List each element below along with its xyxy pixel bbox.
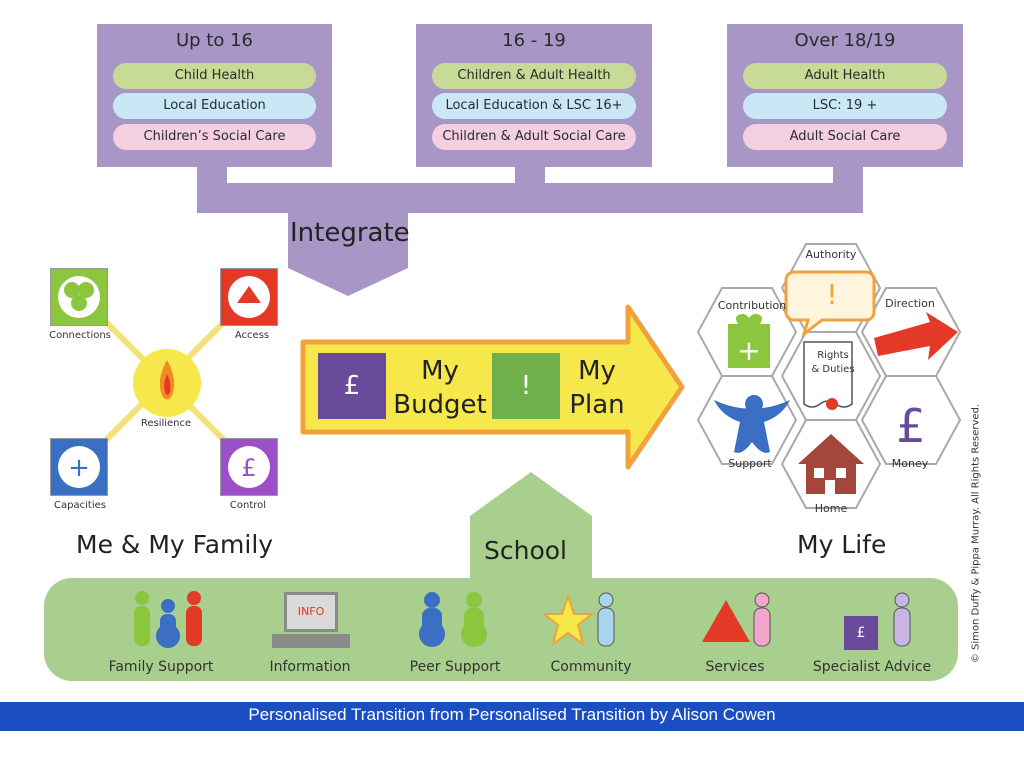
access-label: Access xyxy=(234,330,270,341)
education-pill: Local Education & LSC 16+ xyxy=(432,93,636,119)
direction-label: Direction xyxy=(885,297,935,310)
connections-label: Connections xyxy=(49,330,111,341)
authority-symbol: ! xyxy=(826,278,837,311)
copyright-text: © Simon Duffy & Pippa Murray. All Rights… xyxy=(970,403,982,664)
my-plan-label: My Plan xyxy=(565,354,629,422)
connections-icon xyxy=(58,276,100,318)
authority-label: Authority xyxy=(805,248,857,261)
control-symbol: £ xyxy=(241,454,256,482)
computer-stand xyxy=(272,634,350,648)
flame-icon xyxy=(133,349,201,417)
triangle-icon xyxy=(228,276,270,318)
age-title: Up to 16 xyxy=(175,30,254,51)
me-family-title: Me & My Family xyxy=(76,530,274,559)
age-title: 16 - 19 xyxy=(502,30,566,51)
house-icon xyxy=(798,434,864,494)
integrate-arrow xyxy=(288,212,408,296)
gift-icon xyxy=(728,324,770,368)
contribution-label: Contribution xyxy=(717,299,787,312)
age-box-up-to-16: Up to 16 Child Health Local Education Ch… xyxy=(97,24,332,167)
age-title: Over 18/19 xyxy=(794,30,896,51)
capacities-symbol: + xyxy=(68,453,90,483)
health-pill: Children & Adult Health xyxy=(432,63,636,89)
plan-icon-box: ! xyxy=(492,353,560,419)
community-label: Community xyxy=(550,659,632,675)
star-person-icon xyxy=(544,592,615,647)
my-plan-line1: My xyxy=(578,356,616,386)
speech-bubble-icon xyxy=(784,270,876,339)
money-label: Money xyxy=(891,457,929,470)
my-budget-label: My Budget xyxy=(392,354,488,422)
hex-money xyxy=(860,375,962,465)
specialist-advice-label: Specialist Advice xyxy=(812,659,932,675)
my-budget-line1: My xyxy=(421,356,459,386)
plus-icon: + xyxy=(58,446,100,488)
exclamation-icon: ! xyxy=(520,371,532,401)
access-tile xyxy=(220,268,278,326)
connector-stem-left xyxy=(197,166,227,184)
capacities-label: Capacities xyxy=(54,500,106,511)
age-box-over-18-19: Over 18/19 Adult Health LSC: 19 + Adult … xyxy=(727,24,963,167)
home-label: Home xyxy=(814,502,848,515)
my-plan-line2: Plan xyxy=(569,390,625,420)
pound-icon: £ xyxy=(343,371,361,401)
social-care-pill: Children & Adult Social Care xyxy=(432,124,636,150)
control-label: Control xyxy=(229,500,267,511)
services-label: Services xyxy=(705,659,765,675)
pound-symbol: £ xyxy=(856,625,866,641)
social-care-pill: Children’s Social Care xyxy=(113,124,316,150)
school-label: School xyxy=(484,536,567,565)
person-star-icon xyxy=(714,395,790,453)
family-people-icon xyxy=(134,591,202,648)
information-label: Information xyxy=(269,659,351,675)
peer-support-label: Peer Support xyxy=(409,659,501,675)
my-budget-line2: Budget xyxy=(393,390,487,420)
direction-arrow-icon xyxy=(874,312,958,360)
education-pill: LSC: 19 + xyxy=(743,93,947,119)
connector-bar xyxy=(197,183,863,213)
footer-caption: Personalised Transition from Personalise… xyxy=(0,702,1024,731)
pound-box-icon: £ xyxy=(844,616,878,650)
specialist-person-icon xyxy=(893,592,911,647)
resilience-label: Resilience xyxy=(140,418,192,429)
age-box-16-19: 16 - 19 Children & Adult Health Local Ed… xyxy=(416,24,652,167)
health-pill: Adult Health xyxy=(743,63,947,89)
family-support-label: Family Support xyxy=(108,659,214,675)
info-screen-text: INFO xyxy=(297,605,325,618)
social-care-pill: Adult Social Care xyxy=(743,124,947,150)
money-symbol: £ xyxy=(896,399,925,453)
health-pill: Child Health xyxy=(113,63,316,89)
contribution-symbol: + xyxy=(737,334,760,367)
computer-icon: INFO xyxy=(284,592,338,632)
pound-icon: £ xyxy=(228,446,270,488)
support-label: Support xyxy=(728,457,772,470)
my-life-title: My Life xyxy=(797,530,887,559)
my-life-hexagons: ! + £ xyxy=(696,243,962,509)
rights-label-line1: Rights xyxy=(817,350,849,361)
budget-icon-box: £ xyxy=(318,353,386,419)
connector-stem-middle xyxy=(515,166,545,184)
school-house-shape xyxy=(470,472,592,582)
connections-tile xyxy=(50,268,108,326)
connector-stem-right xyxy=(833,166,863,184)
peer-people-icon xyxy=(419,592,487,647)
rights-label-line2: & Duties xyxy=(811,364,855,375)
control-tile: £ xyxy=(220,438,278,496)
capacities-tile: + xyxy=(50,438,108,496)
triangle-person-icon xyxy=(702,592,771,647)
education-pill: Local Education xyxy=(113,93,316,119)
integrate-label: Integrate xyxy=(290,218,410,248)
